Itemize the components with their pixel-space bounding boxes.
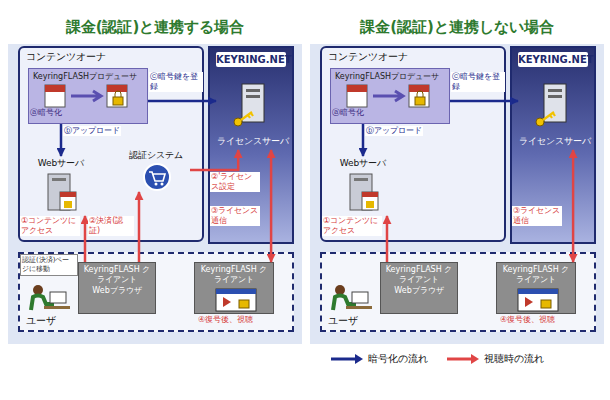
- browser-box: KeyringFLASH クライアント: [496, 262, 576, 314]
- box-label: KeyringFLASH クライアント: [195, 263, 273, 284]
- box-label: 認証システム: [122, 148, 190, 162]
- edge-label: ②決済(認証): [88, 216, 134, 236]
- player-icon: [517, 288, 559, 312]
- legend-text: 視聴時の流れ: [484, 352, 544, 366]
- box-label: KeyringFLASH クライアント: [381, 263, 457, 284]
- box-label: Webブラウザ: [381, 284, 457, 296]
- server-icon: [44, 172, 80, 214]
- flow-arrow: [60, 124, 63, 156]
- box-label: ライセンスサーバ: [518, 135, 592, 150]
- web-box: Webサーバ: [332, 156, 394, 216]
- legend-item: 暗号化の流れ: [330, 352, 428, 366]
- browser-box: KeyringFLASH クライアントWebブラウザ: [380, 262, 458, 314]
- box-label: KeyringFLASHプロデューサ: [29, 69, 147, 84]
- person-icon: [26, 284, 72, 314]
- ls-box: ライセンスサーバ: [518, 78, 592, 150]
- note-label: ⓐ暗号化: [30, 108, 62, 118]
- auth-box: 認証システム: [122, 148, 190, 192]
- note-label: ④復号後、視聴: [500, 315, 555, 325]
- legend: 暗号化の流れ 視聴時の流れ: [330, 352, 544, 366]
- edge-label: ⓒ暗号鍵を登録: [149, 72, 203, 92]
- server-icon: [346, 172, 382, 214]
- edge-label: ②'ライセンス設定: [210, 172, 260, 192]
- box-label: KEYRING.NET: [216, 52, 286, 67]
- flow-arrow: [84, 216, 87, 262]
- panel-box: 課金(認証)と連携する場合コンテンツオーナ KeyringFLASHプロデューサ W…: [8, 14, 302, 344]
- flow-arrow: [572, 150, 575, 262]
- flow-arrow: [148, 100, 216, 103]
- ls-box: ライセンスサーバ: [216, 78, 290, 150]
- browser-box: KeyringFLASH クライアントWebブラウザ: [78, 262, 156, 314]
- box-label: KeyringFLASH クライアント: [497, 263, 575, 284]
- browser-box: KeyringFLASH クライアント: [194, 262, 274, 314]
- flow-arrow: [190, 150, 238, 170]
- flow-arrow: [270, 150, 273, 262]
- edge-label: ①コンテンツにアクセス: [20, 216, 80, 236]
- key-icon: [534, 82, 578, 132]
- note-label: ④復号後、視聴: [198, 315, 253, 325]
- panel-title: 課金(認証)と連携しない場合: [310, 14, 604, 40]
- box-label: KeyringFLASHプロデューサ: [331, 69, 449, 84]
- legend-text: 暗号化の流れ: [368, 352, 428, 366]
- note-label: 認証(決済)ページに移動: [20, 254, 78, 276]
- box-label: Webブラウザ: [79, 284, 155, 296]
- box-label: KEYRING.NET: [518, 52, 588, 67]
- box-label: コンテンツオーナ: [20, 48, 202, 66]
- edge-label: ③ライセンス通信: [512, 206, 562, 226]
- cart-icon: [143, 163, 171, 191]
- edge-label: ③ライセンス通信: [210, 206, 260, 226]
- person-icon: [328, 284, 374, 314]
- box-label: Webサーバ: [30, 156, 92, 170]
- flow-arrow: [362, 124, 365, 156]
- box-label: ライセンスサーバ: [216, 135, 290, 150]
- edge-label: ⓑアップロード: [365, 126, 423, 136]
- web-box: Webサーバ: [30, 156, 92, 216]
- files-icon: [41, 83, 141, 109]
- flow-arrow: [450, 100, 518, 103]
- edge-label: ⓑアップロード: [63, 126, 121, 136]
- player-icon: [215, 288, 257, 312]
- note-label: ⓐ暗号化: [332, 108, 364, 118]
- legend-swatch: [330, 354, 364, 364]
- flow-arrow: [386, 216, 389, 262]
- legend-swatch: [446, 354, 480, 364]
- edge-label: ①コンテンツにアクセス: [322, 216, 382, 236]
- panel-title: 課金(認証)と連携する場合: [8, 14, 302, 40]
- panel-box: 課金(認証)と連携しない場合コンテンツオーナ KeyringFLASHプロデューサ…: [310, 14, 604, 344]
- box-label: コンテンツオーナ: [322, 48, 504, 66]
- box-label: KeyringFLASH クライアント: [79, 263, 155, 284]
- edge-label: ⓒ暗号鍵を登録: [451, 72, 505, 92]
- box-label: Webサーバ: [332, 156, 394, 170]
- files-icon: [343, 83, 443, 109]
- flow-arrow: [138, 192, 141, 262]
- legend-item: 視聴時の流れ: [446, 352, 544, 366]
- key-icon: [232, 82, 276, 132]
